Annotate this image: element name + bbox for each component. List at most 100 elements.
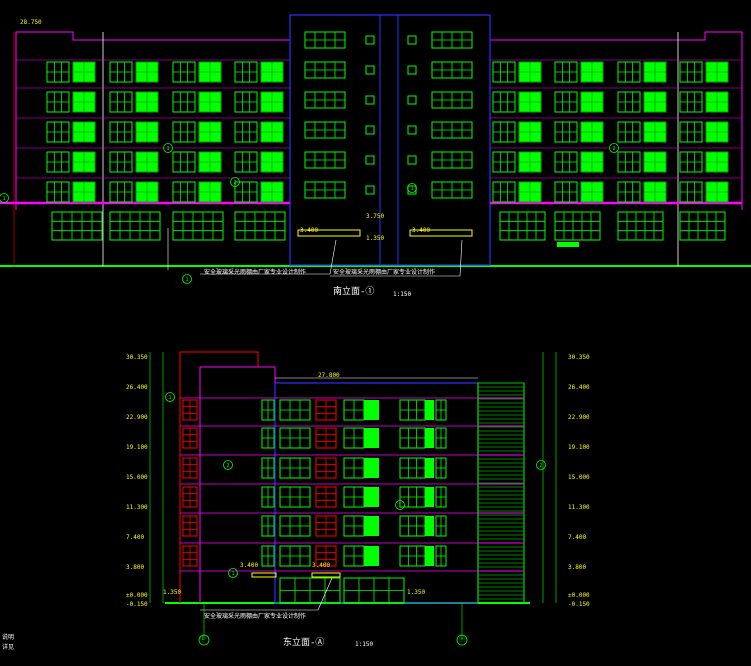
stair-window xyxy=(365,65,375,75)
shop-window xyxy=(617,211,664,241)
stair-window xyxy=(365,125,375,135)
level-label: 15.000 xyxy=(126,474,148,481)
bottom-canopy xyxy=(311,572,341,578)
side-window-solid xyxy=(364,428,379,448)
shop-window xyxy=(109,211,161,241)
level-label: 11.300 xyxy=(126,504,148,511)
grid-mark-label: 1 xyxy=(166,146,169,152)
east-elevation: 2 1 2 1 1 xyxy=(149,351,557,646)
side-window-solid xyxy=(425,458,434,478)
level-label: -0.150 xyxy=(568,601,590,608)
stair-window xyxy=(365,155,375,165)
grid-mark-label: 2 xyxy=(226,463,229,469)
grid-mark xyxy=(0,193,9,203)
level-label: -0.150 xyxy=(126,601,148,608)
bottom-level-label-3: 1.350 xyxy=(163,589,182,596)
grid-mark-label: 1 xyxy=(398,503,401,509)
bottom-grid-mark xyxy=(536,460,546,470)
bottom-grid-mark xyxy=(228,568,238,578)
south-elevation: 1 2 1 2 1 1 xyxy=(0,14,751,284)
grid-mark xyxy=(163,143,173,153)
level-label: 11.300 xyxy=(568,504,590,511)
level-label: 3.800 xyxy=(126,564,145,571)
side-window-solid xyxy=(425,516,434,536)
stair-window xyxy=(365,35,375,45)
level-label: 15.000 xyxy=(568,474,590,481)
level-label: 26.400 xyxy=(126,384,148,391)
shop-window xyxy=(51,211,103,241)
grid-mark-label: 1 xyxy=(168,395,171,401)
top-elevation-level: 28.750 xyxy=(20,19,42,26)
side-window-solid xyxy=(364,487,379,507)
stair-window xyxy=(407,125,417,135)
side-window-solid xyxy=(425,546,434,566)
stair-window xyxy=(407,155,417,165)
bottom-grid-mark xyxy=(223,460,233,470)
bottom-level-label-1: 3.400 xyxy=(240,562,259,569)
bottom-elevation-scale: 1:150 xyxy=(355,641,374,648)
bottom-axis-right: Ⓐ xyxy=(459,636,466,643)
level-label: 19.100 xyxy=(126,444,148,451)
bottom-stair-outline xyxy=(179,351,259,603)
shop-window xyxy=(172,211,224,241)
note-leader xyxy=(459,239,463,277)
canopy-right xyxy=(409,229,473,237)
bottom-axis-left: Ⓓ xyxy=(200,636,207,643)
bottom-level-label-4: 1.350 xyxy=(407,589,426,596)
canopy-left xyxy=(297,229,361,237)
grid-mark-label: 1 xyxy=(231,571,234,577)
level-label: 7.400 xyxy=(568,534,587,541)
balcony-tower xyxy=(477,382,525,604)
center-tower xyxy=(289,14,491,266)
level-label: ±0.000 xyxy=(126,592,148,599)
grid-mark-label: 2 xyxy=(612,146,615,152)
side-window-solid xyxy=(364,516,379,536)
level-label: 30.350 xyxy=(568,354,590,361)
stair-window xyxy=(365,185,375,195)
shop-window xyxy=(234,211,286,241)
corner-note-2: 详见 xyxy=(2,644,15,651)
level-label: ±0.000 xyxy=(568,592,590,599)
grid-mark-label: 2 xyxy=(539,463,542,469)
level-label: 22.900 xyxy=(126,414,148,421)
grid-mark xyxy=(230,177,240,187)
bottom-note-leader xyxy=(317,577,333,611)
shop-window xyxy=(499,211,546,241)
grid-mark-label: 1 xyxy=(185,277,188,283)
top-note-right: 安全玻璃采光雨棚由厂家专业设计制作 xyxy=(333,269,436,276)
level-label: 30.350 xyxy=(126,354,148,361)
grid-mark-label: 2 xyxy=(233,180,236,186)
axis-bubble-left xyxy=(198,634,210,646)
grid-mark-label: 1 xyxy=(410,186,413,192)
bottom-grid-mark xyxy=(165,392,175,402)
note-leader xyxy=(329,239,337,275)
side-window-solid xyxy=(425,487,434,507)
axis-bubble-right xyxy=(456,634,468,646)
level-label: 22.900 xyxy=(568,414,590,421)
bottom-grid-mark xyxy=(395,500,405,510)
level-label: 3.800 xyxy=(568,564,587,571)
side-window-solid xyxy=(364,458,379,478)
level-label: 19.100 xyxy=(568,444,590,451)
level-label: 7.400 xyxy=(126,534,145,541)
side-window-solid xyxy=(364,400,379,420)
side-window-solid xyxy=(425,428,434,448)
bottom-roof-outline xyxy=(199,366,276,603)
bottom-canopy xyxy=(251,572,277,578)
bottom-elevation-title: 东立面-Ⓐ xyxy=(283,638,325,648)
grid-mark xyxy=(182,274,192,284)
side-window-solid xyxy=(364,546,379,566)
grid-mark xyxy=(407,183,417,193)
top-level-label-2: 3.400 xyxy=(412,227,431,234)
stair-window xyxy=(407,65,417,75)
top-level-label-4: 1.350 xyxy=(366,235,385,242)
top-elevation-title: 南立面-① xyxy=(333,287,375,297)
signage xyxy=(557,242,579,247)
top-elevation-scale: 1:150 xyxy=(393,291,412,298)
side-window-solid xyxy=(425,400,434,420)
grid-mark xyxy=(609,143,619,153)
top-level-label-3: 3.750 xyxy=(366,213,385,220)
grid-mark-label: 1 xyxy=(2,196,5,202)
shop-window xyxy=(554,211,601,241)
